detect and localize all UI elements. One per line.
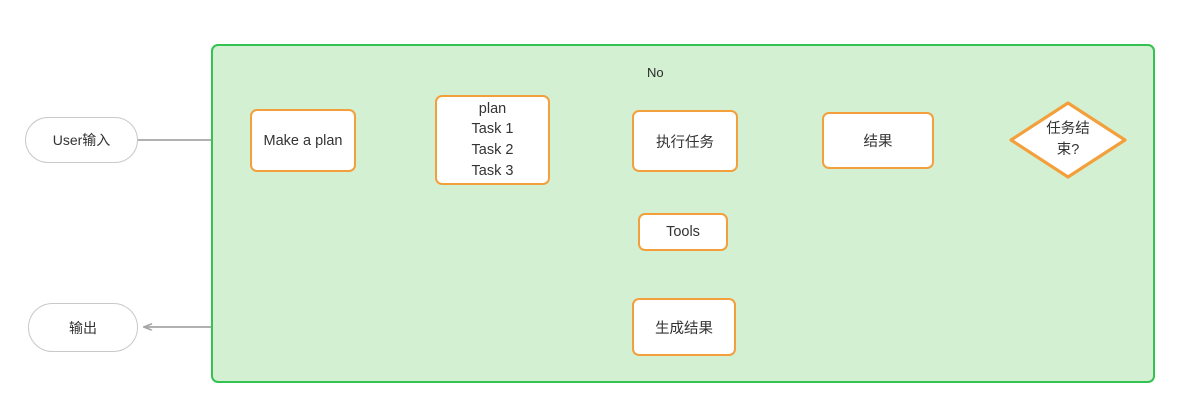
node-output[interactable]: 输出 [28, 303, 138, 352]
node-task-done-line-1: 任务结 [1046, 120, 1090, 137]
node-result[interactable]: 结果 [822, 112, 934, 169]
node-generate-result[interactable]: 生成结果 [632, 298, 736, 356]
node-task-done-decision[interactable]: 任务结 束? [1008, 100, 1128, 180]
diamond-shape [1009, 101, 1127, 179]
node-task-done-line-2: 束? [1056, 142, 1080, 158]
node-make-a-plan[interactable]: Make a plan [250, 109, 356, 172]
node-plan-line-3: Task 2 [471, 142, 514, 158]
node-plan[interactable]: plan Task 1 Task 2 Task 3 [435, 95, 550, 185]
node-execute-task[interactable]: 执行任务 [632, 110, 738, 172]
node-plan-line-1: plan [478, 100, 507, 117]
node-tools[interactable]: Tools [638, 213, 728, 251]
node-task-done-label: 任务结 束? [1008, 100, 1128, 180]
node-plan-line-2: Task 1 [471, 121, 514, 138]
node-user-input[interactable]: User输入 [25, 117, 138, 163]
node-plan-line-4: Task 3 [471, 162, 514, 179]
edge-label-no: No [640, 65, 671, 80]
